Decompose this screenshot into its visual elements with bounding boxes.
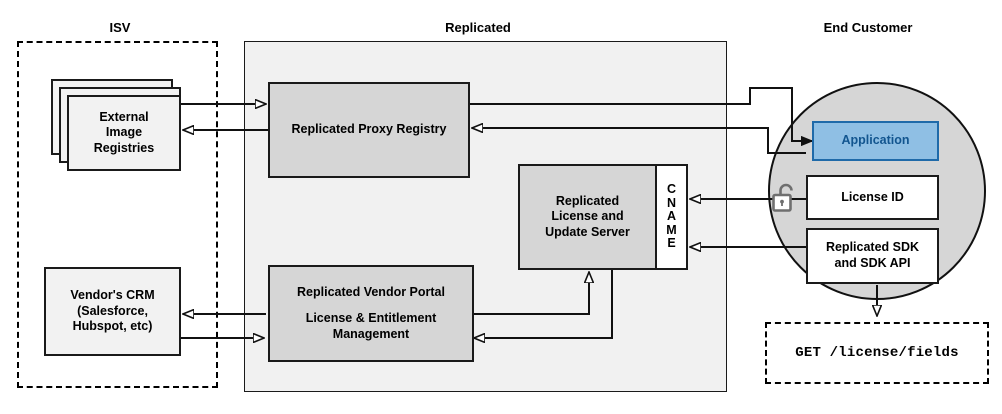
registries-line-2: Image bbox=[105, 125, 143, 140]
proxy-registry-label: Replicated Proxy Registry bbox=[291, 122, 447, 137]
zone-title-replicated: Replicated bbox=[445, 20, 511, 35]
api-call-label: GET /license/fields bbox=[795, 345, 959, 361]
cname-letter-e: E bbox=[667, 236, 676, 251]
node-external-image-registries[interactable]: External Image Registries bbox=[67, 95, 181, 171]
vendor-portal-line-3: License & Entitlement bbox=[305, 311, 437, 326]
crm-line-1: Vendor's CRM bbox=[70, 288, 155, 303]
license-server-line-3: Update Server bbox=[545, 224, 630, 239]
vendor-portal-spacer bbox=[297, 300, 445, 311]
unlock-icon bbox=[770, 182, 800, 221]
node-replicated-sdk[interactable]: Replicated SDK and SDK API bbox=[806, 228, 939, 284]
node-replicated-vendor-portal[interactable]: Replicated Vendor Portal License & Entit… bbox=[268, 265, 474, 362]
node-replicated-license-update-server[interactable]: Replicated License and Update Server bbox=[518, 164, 657, 270]
cname-letter-n: N bbox=[666, 195, 677, 210]
cname-letter-m: M bbox=[666, 222, 677, 237]
registries-line-1: External bbox=[99, 109, 149, 124]
crm-line-2: (Salesforce, bbox=[77, 303, 148, 318]
license-server-line-1: Replicated bbox=[555, 193, 620, 208]
vendor-portal-line-1: Replicated Vendor Portal bbox=[297, 284, 445, 299]
node-replicated-proxy-registry[interactable]: Replicated Proxy Registry bbox=[268, 82, 470, 178]
application-label: Application bbox=[841, 133, 910, 148]
crm-line-3: Hubspot, etc) bbox=[72, 319, 153, 334]
zone-title-isv: ISV bbox=[109, 20, 131, 35]
wire-application-to-proxy bbox=[472, 128, 806, 154]
cname-letter-c: C bbox=[666, 182, 677, 197]
sdk-line-1: Replicated SDK bbox=[825, 240, 920, 255]
license-server-line-2: License and bbox=[551, 209, 624, 224]
registries-line-3: Registries bbox=[93, 140, 155, 155]
node-license-id[interactable]: License ID bbox=[806, 175, 939, 220]
vendor-portal-line-4: Management bbox=[332, 326, 410, 341]
node-application[interactable]: Application bbox=[812, 121, 939, 161]
node-vendors-crm[interactable]: Vendor's CRM (Salesforce, Hubspot, etc) bbox=[44, 267, 181, 356]
node-api-call[interactable]: GET /license/fields bbox=[765, 322, 989, 384]
wire-license-server-to-vendor-portal bbox=[474, 270, 613, 338]
license-id-label: License ID bbox=[841, 189, 904, 204]
cname-letter-a: A bbox=[666, 209, 677, 224]
sdk-line-2: and SDK API bbox=[834, 256, 911, 270]
zone-title-end-customer: End Customer bbox=[823, 20, 913, 35]
wire-vendor-portal-to-license-server bbox=[472, 272, 589, 315]
isv-boundary bbox=[17, 41, 218, 388]
node-cname[interactable]: C N A M E bbox=[657, 164, 688, 270]
wire-proxy-to-application bbox=[470, 87, 812, 141]
